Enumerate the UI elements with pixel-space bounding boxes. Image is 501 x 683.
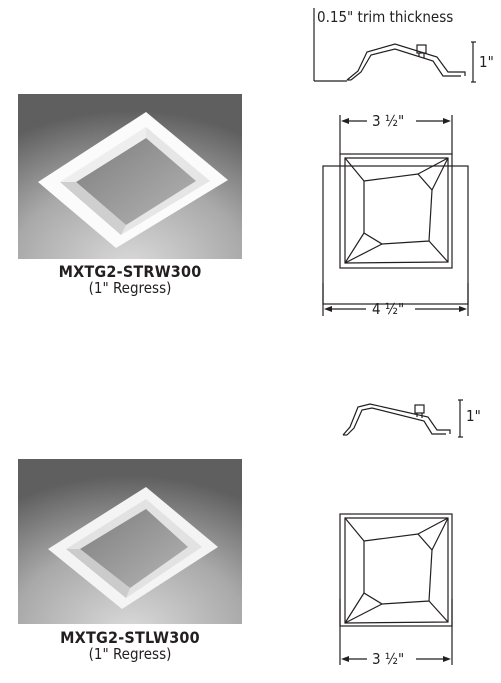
- profile-drawing-strw300: [313, 8, 476, 83]
- product-caption-stlw300: MXTG2-STLW300 (1" Regress): [20, 629, 240, 663]
- product-photo-strw300: [18, 94, 242, 259]
- dimension-arrow-icon: [341, 656, 451, 662]
- plan-inner-width-label: 3 ½": [372, 112, 405, 130]
- regress-note: (1" Regress): [88, 645, 172, 663]
- plan-width-label: 3 ½": [372, 650, 405, 668]
- product-photo-stlw300: [18, 459, 242, 624]
- trim-thickness-label: 0.15" trim thickness: [317, 8, 454, 26]
- profile-height-label: 1": [466, 407, 481, 425]
- plan-outer-width-label: 4 ½": [372, 300, 405, 318]
- plan-drawing-stlw300: [339, 513, 453, 665]
- product-caption-strw300: MXTG2-STRW300 (1" Regress): [20, 263, 240, 297]
- profile-drawing-stlw300: [342, 399, 463, 438]
- dimension-arrow-icon: [324, 118, 467, 312]
- model-number: MXTG2-STRW300: [58, 262, 202, 281]
- profile-height-label: 1": [479, 53, 494, 71]
- plan-drawing-strw300: [322, 115, 469, 316]
- model-number: MXTG2-STLW300: [60, 628, 200, 647]
- regress-note: (1" Regress): [88, 279, 172, 297]
